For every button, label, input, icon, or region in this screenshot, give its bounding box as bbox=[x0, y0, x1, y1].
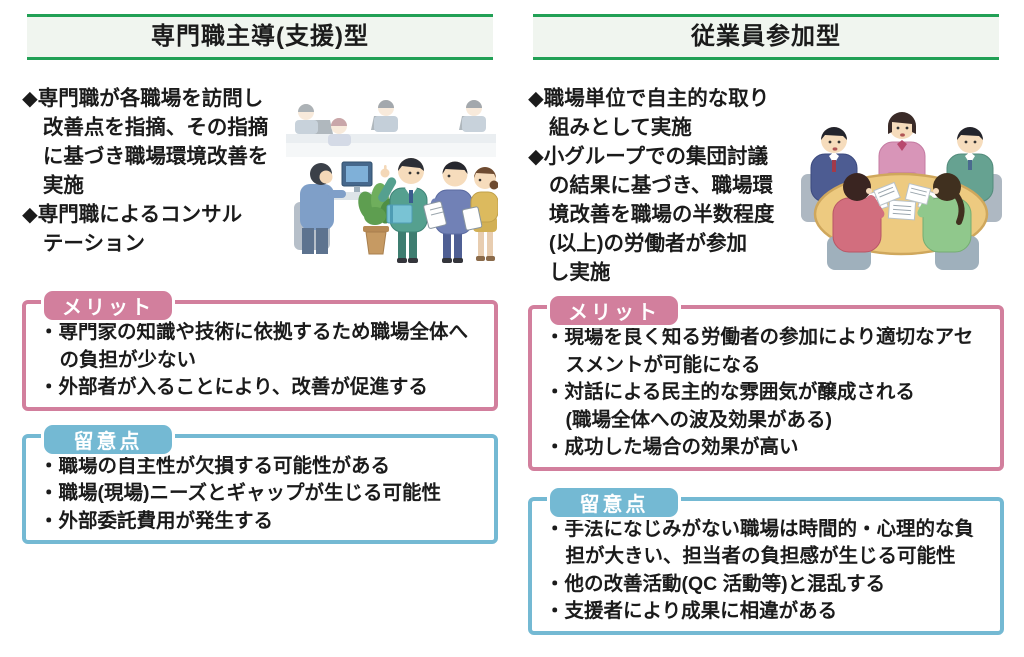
merit-box: メリット ・専門家の知識や技術に依拠するため職場全体へ の負担が少ない ・外部者… bbox=[22, 288, 498, 411]
merit-item: ・成功した場合の効果が高い bbox=[545, 436, 799, 458]
office-visit-illustration bbox=[286, 84, 498, 266]
two-column-comparison: 専門職主導(支援)型 ◆専門職が各職場を訪問し 改善点を指摘、その指摘 に基づき… bbox=[22, 14, 1004, 635]
note-box: 留意点 ・職場の自主性が欠損する可能性がある ・職場(現場)ニーズとギャップが生… bbox=[22, 421, 498, 544]
column-title-employee: 従業員参加型 bbox=[533, 14, 999, 60]
note-tab-label: 留意点 bbox=[547, 484, 681, 520]
merit-tab-label: メリット bbox=[41, 288, 175, 323]
note-box: 留意点 ・手法になじみがない職場は時間的・心理的な負 担が大きい、担当者の負担感… bbox=[528, 484, 1004, 635]
merit-item: ・外部者が入ることにより、改善が促進する bbox=[39, 376, 428, 398]
merit-item: ・現場を良く知る労働者の参加により適切なアセ スメントが可能になる bbox=[545, 326, 974, 376]
note-tab-label: 留意点 bbox=[41, 421, 175, 457]
note-item: ・職場(現場)ニーズとギャップが生じる可能性 bbox=[39, 482, 442, 504]
column-specialist-led: 専門職主導(支援)型 ◆専門職が各職場を訪問し 改善点を指摘、その指摘 に基づき… bbox=[22, 14, 498, 635]
column-employee-participation: 従業員参加型 ◆職場単位で自主的な取り 組みとして実施 ◆小グループでの集団討議… bbox=[528, 14, 1004, 635]
note-item: ・手法になじみがない職場は時間的・心理的な負 担が大きい、担当者の負担感が生じる… bbox=[545, 517, 975, 568]
bullet-item: ◆職場単位で自主的な取り 組みとして実施 bbox=[528, 87, 770, 139]
bullet-item: ◆専門職が各職場を訪問し 改善点を指摘、その指摘 に基づき職場環境改善を 実施 bbox=[22, 87, 269, 197]
note-item: ・職場の自主性が欠損する可能性がある bbox=[39, 454, 391, 477]
bullet-item: ◆専門職によるコンサル テーション bbox=[22, 203, 243, 255]
note-item: ・支援者により成果に相違がある bbox=[545, 600, 838, 622]
note-item: ・外部委託費用が発生する bbox=[39, 509, 274, 532]
specialist-bullet-list: ◆専門職が各職場を訪問し 改善点を指摘、その指摘 に基づき職場環境改善を 実施 … bbox=[22, 80, 286, 258]
employee-content-row: ◆職場単位で自主的な取り 組みとして実施 ◆小グループでの集団討議 の結果に基づ… bbox=[528, 80, 1004, 287]
group-discussion-illustration bbox=[799, 94, 1004, 274]
column-title-specialist: 専門職主導(支援)型 bbox=[27, 14, 493, 60]
merit-item: ・専門家の知識や技術に依拠するため職場全体へ の負担が少ない bbox=[39, 321, 469, 371]
merit-box: メリット ・現場を良く知る労働者の参加により適切なアセ スメントが可能になる ・… bbox=[528, 293, 1004, 471]
bullet-item: ◆小グループでの集団討議 の結果に基づき、職場環 境改善を職場の半数程度 (以上… bbox=[528, 145, 775, 284]
merit-item: ・対話による民主的な雰囲気が醸成される (職場全体への波及効果がある) bbox=[545, 381, 915, 431]
note-item: ・他の改善活動(QC 活動等)と混乱する bbox=[545, 572, 886, 595]
employee-bullet-list: ◆職場単位で自主的な取り 組みとして実施 ◆小グループでの集団討議 の結果に基づ… bbox=[528, 80, 799, 287]
merit-tab-label: メリット bbox=[547, 293, 681, 328]
specialist-content-row: ◆専門職が各職場を訪問し 改善点を指摘、その指摘 に基づき職場環境改善を 実施 … bbox=[22, 80, 498, 266]
